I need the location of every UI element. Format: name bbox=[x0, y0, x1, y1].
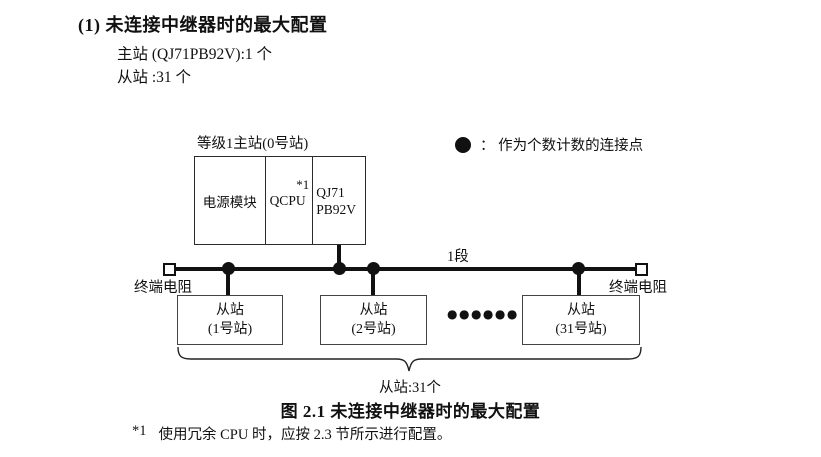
master-drop-line bbox=[337, 245, 341, 269]
slave1-line1: 从站 bbox=[216, 303, 244, 318]
qcpu-module-cell: QCPU *1 bbox=[266, 157, 314, 244]
slave31-line2: (31号站) bbox=[555, 322, 607, 337]
qj71-label-line1: QJ71 bbox=[316, 184, 345, 200]
figure-caption: 图 2.1 未连接中继器时的最大配置 bbox=[280, 402, 541, 421]
segment-label: 1段 bbox=[447, 249, 469, 265]
slave-station-2-box: 从站 (2号站) bbox=[320, 295, 427, 345]
slave2-drop-line bbox=[371, 269, 375, 295]
slave2-line1: 从站 bbox=[359, 303, 388, 318]
footnote-marker: *1 bbox=[132, 423, 147, 439]
connection-dot-master bbox=[333, 262, 346, 275]
section-heading: (1) 未连接中继器时的最大配置 bbox=[78, 15, 328, 35]
qj71-label-line2: PB92V bbox=[316, 201, 357, 217]
terminating-resistor-right-icon bbox=[635, 263, 648, 276]
slave-range-brace bbox=[177, 346, 642, 372]
legend-text: ： 作为个数计数的连接点 bbox=[480, 138, 644, 154]
slave2-line2: (2号站) bbox=[351, 322, 396, 337]
master-station-box: 电源模块 QCPU *1 QJ71 PB92V bbox=[194, 156, 366, 245]
master-station-label: 等级1主站(0号站) bbox=[197, 136, 309, 152]
footnote-text: 使用冗余 CPU 时，应按 2.3 节所示进行配置。 bbox=[158, 427, 452, 443]
master-count-line: 主站 (QJ71PB92V):1 个 bbox=[117, 46, 273, 63]
slave31-line1: 从站 bbox=[567, 303, 595, 318]
bus-segment-line bbox=[172, 267, 640, 271]
slave-station-1-box: 从站 (1号站) bbox=[177, 295, 283, 345]
terminating-resistor-right-label: 终端电阻 bbox=[609, 280, 667, 296]
qj71pb92v-module-cell: QJ71 PB92V bbox=[313, 157, 365, 244]
slave31-drop-line bbox=[577, 269, 581, 296]
slave-total-label: 从站:31个 bbox=[378, 380, 442, 396]
qcpu-label: QCPU bbox=[269, 192, 306, 208]
power-supply-module-cell: 电源模块 bbox=[195, 157, 266, 244]
slave-count-line: 从站 :31 个 bbox=[117, 69, 192, 86]
slave1-drop-line bbox=[226, 269, 230, 296]
terminating-resistor-left-label: 终端电阻 bbox=[134, 280, 192, 296]
terminating-resistor-left-icon bbox=[163, 263, 176, 276]
connection-point-dot-icon bbox=[455, 136, 471, 153]
connection-dot-slave31 bbox=[572, 262, 585, 275]
connection-dot-slave1 bbox=[222, 262, 235, 275]
slave-station-31-box: 从站 (31号站) bbox=[522, 295, 640, 345]
footnote: *1 使用冗余 CPU 时，应按 2.3 节所示进行配置。 bbox=[132, 423, 451, 444]
qcpu-footnote-marker: *1 bbox=[296, 177, 310, 192]
connection-dot-slave2 bbox=[367, 262, 380, 275]
ellipsis-dots: ●●●●●● bbox=[447, 307, 519, 321]
legend: ： 作为个数计数的连接点 bbox=[455, 134, 643, 155]
slave1-line2: (1号站) bbox=[207, 322, 253, 337]
